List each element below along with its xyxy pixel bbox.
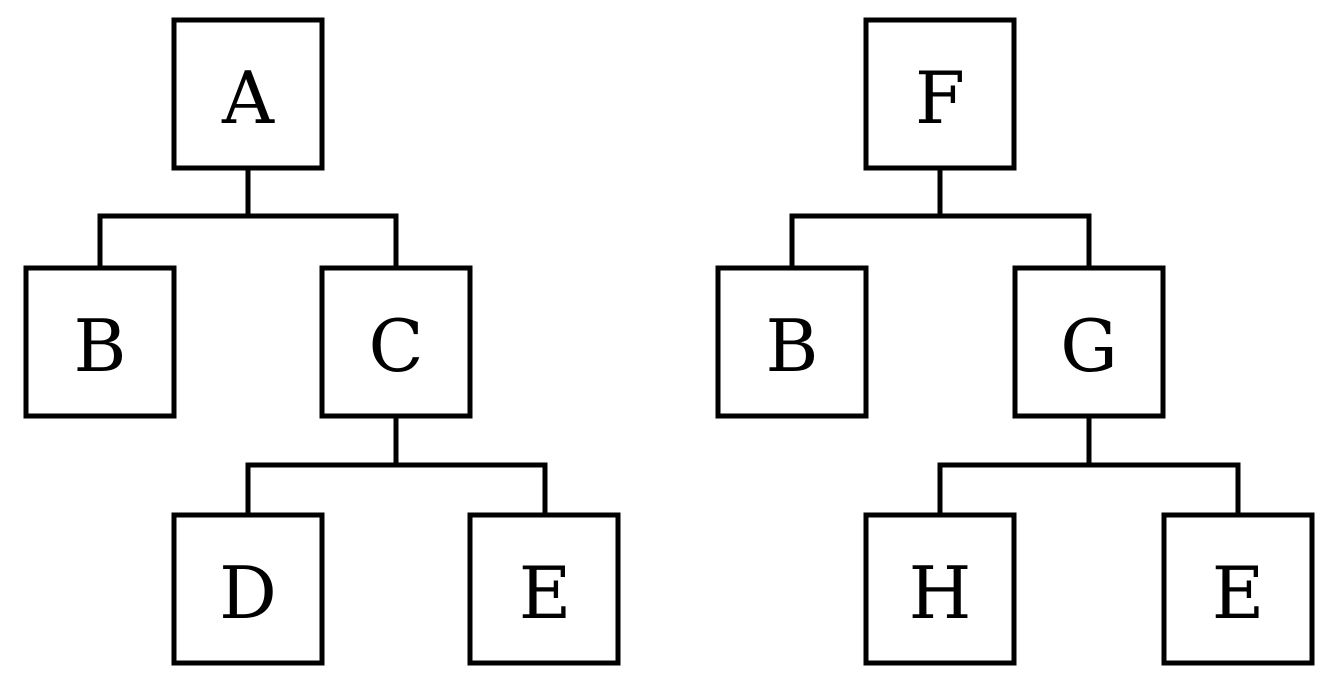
tree-node-left-child: B (23, 265, 177, 419)
left-tree: A B C D E (23, 17, 621, 666)
node-label: C (368, 304, 423, 388)
tree-node-right-child: C (319, 265, 473, 419)
node-label: G (1060, 304, 1118, 388)
tree-node-root: F (863, 17, 1017, 171)
node-label: B (766, 304, 819, 388)
node-label: D (219, 551, 277, 635)
node-label: E (1212, 551, 1265, 635)
node-label: E (519, 551, 572, 635)
edge-child-to-grandchildren (937, 414, 1241, 518)
edge-root-to-children (97, 167, 399, 271)
tree-node-right-child: G (1012, 265, 1166, 419)
tree-node-left-child: B (715, 265, 869, 419)
node-label: H (909, 551, 972, 635)
node-label: B (74, 304, 127, 388)
tree-node-right-left-grandchild: D (171, 512, 325, 666)
tree-node-root: A (171, 17, 325, 171)
tree-node-right-right-grandchild: E (1161, 512, 1315, 666)
node-label: F (915, 56, 965, 140)
right-tree: F B G H E (715, 17, 1315, 666)
node-label: A (221, 56, 275, 140)
tree-node-right-left-grandchild: H (863, 512, 1017, 666)
edge-root-to-children (789, 167, 1092, 271)
edge-child-to-grandchildren (245, 414, 548, 518)
tree-node-right-right-grandchild: E (467, 512, 621, 666)
